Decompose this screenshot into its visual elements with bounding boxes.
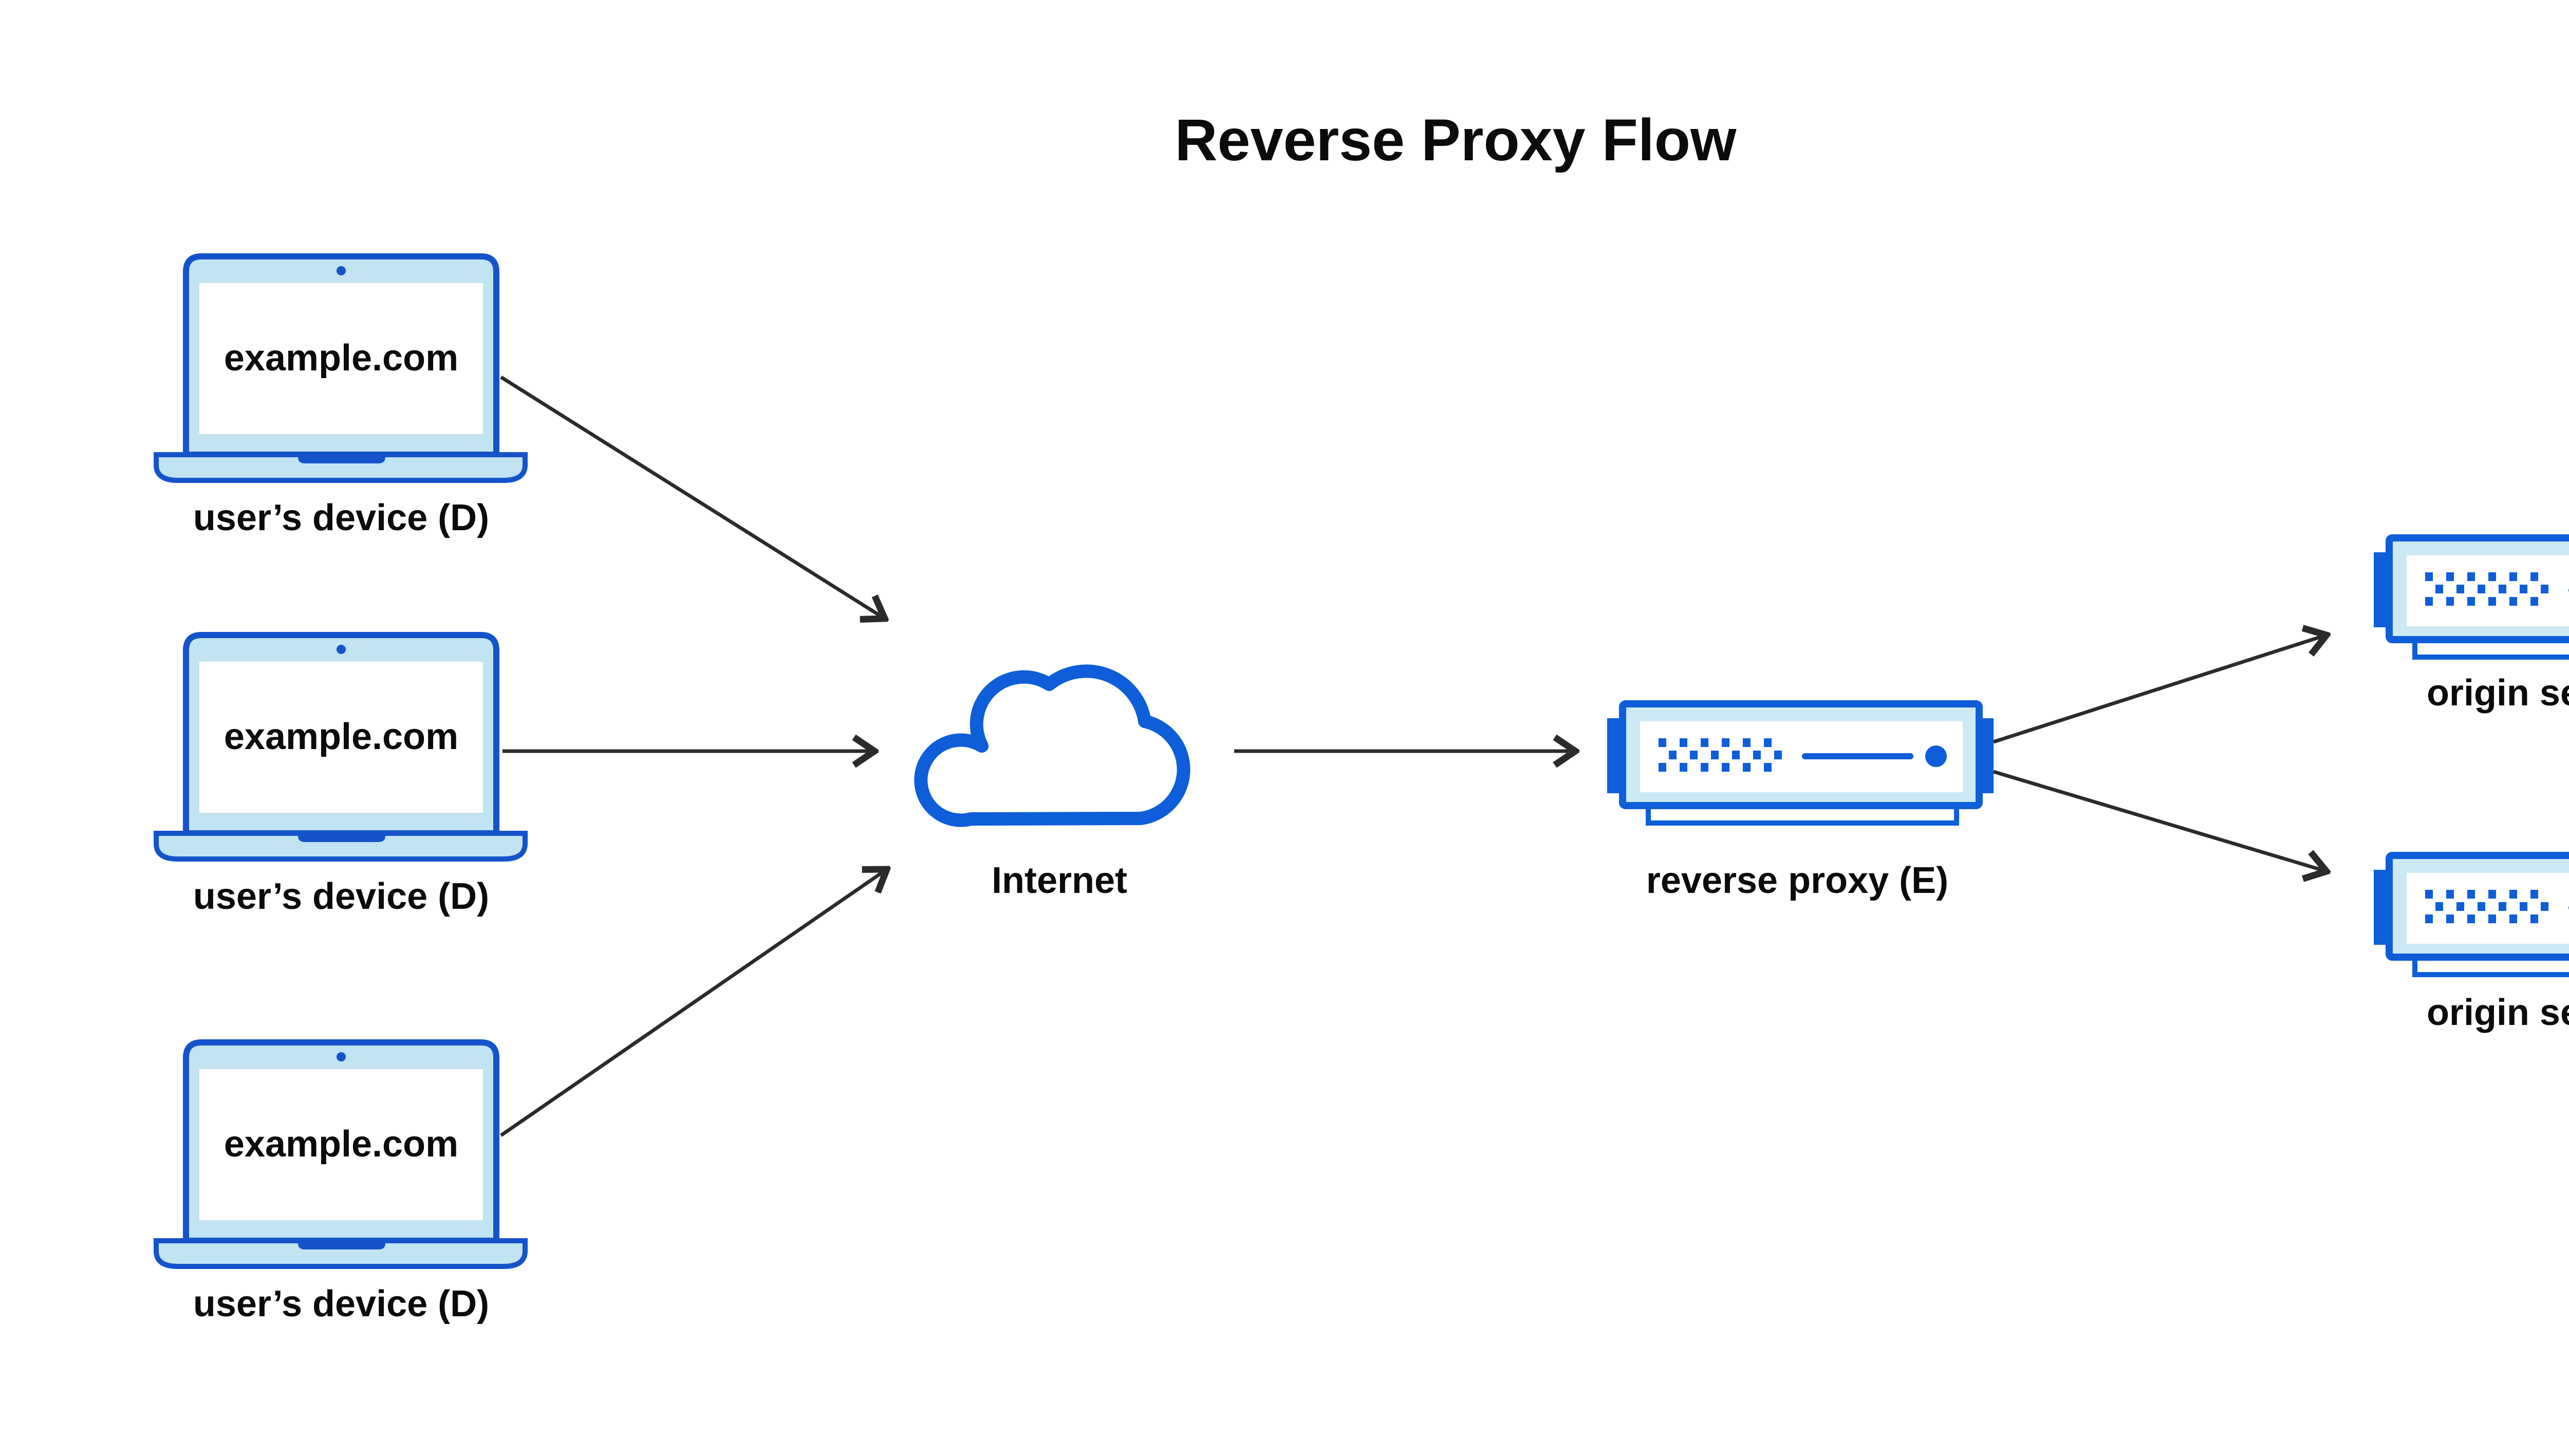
device-screen-text: example.com: [224, 338, 458, 379]
arrow-proxy-to-origin2: [1993, 770, 2326, 871]
origin-server-1-node: origin server (F): [2374, 538, 2569, 714]
device-label: user’s device (D): [193, 1283, 489, 1324]
user-device-1-node: example.com user’s device (D): [156, 256, 525, 538]
device-label: user’s device (D): [193, 497, 489, 538]
arrow-proxy-to-origin1: [1993, 635, 2326, 744]
user-device-2-node: example.com user’s device (D): [156, 635, 525, 917]
user-device-3-node: example.com user’s device (D): [156, 1042, 525, 1324]
reverse-proxy-label: reverse proxy (E): [1646, 860, 1948, 901]
diagram-title: Reverse Proxy Flow: [1175, 107, 1737, 173]
internet-node: Internet: [914, 664, 1190, 901]
origin-server-2-node: origin server (F): [2374, 855, 2569, 1033]
arrow-device3-to-internet: [500, 869, 887, 1137]
origin-server-label: origin server (F): [2427, 673, 2569, 714]
server-icon: [1607, 704, 1994, 823]
internet-label: Internet: [992, 860, 1127, 901]
device-screen-text: example.com: [224, 1124, 458, 1165]
cloud-icon: [914, 664, 1190, 827]
arrow-device1-to-internet: [500, 376, 885, 619]
device-screen-text: example.com: [224, 716, 458, 757]
origin-server-label: origin server (F): [2427, 992, 2569, 1033]
reverse-proxy-node: reverse proxy (E): [1607, 704, 1994, 901]
server-icon: [2374, 855, 2569, 975]
flow-arrows: [500, 376, 2326, 1137]
device-label: user’s device (D): [193, 876, 489, 917]
server-icon: [2374, 538, 2569, 657]
